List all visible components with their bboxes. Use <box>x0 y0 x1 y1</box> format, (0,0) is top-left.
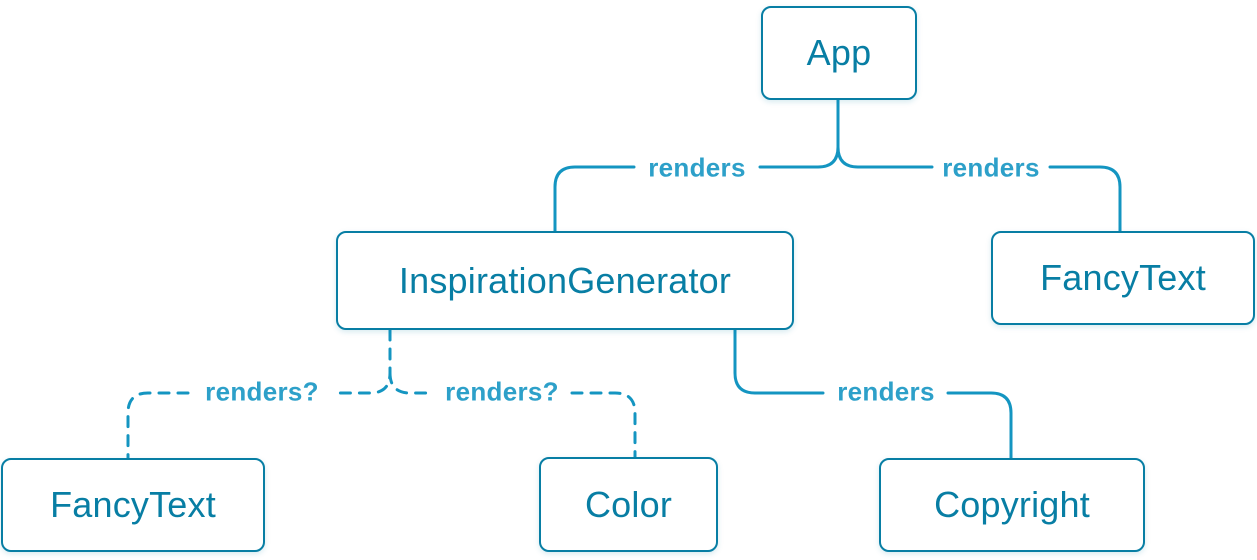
edge-label-inspirationgenerator-color: renders? <box>445 376 559 407</box>
edge-inspirationgenerator-copyright-a <box>733 328 825 395</box>
edge-label-inspirationgenerator-copyright: renders <box>837 376 935 407</box>
edge-inspirationgenerator-color-a <box>388 371 434 395</box>
edge-app-fancytext-a <box>836 145 934 169</box>
node-color: Color <box>539 457 718 552</box>
node-inspiration-generator-label: InspirationGenerator <box>398 259 732 301</box>
edge-app-inspirationgenerator-b <box>553 165 636 233</box>
node-fancy-text-top: FancyText <box>991 231 1255 325</box>
node-fancy-text-top-label: FancyText <box>1040 257 1206 298</box>
node-app-label: App <box>806 32 872 73</box>
edge-label-inspirationgenerator-fancytext: renders? <box>205 376 319 407</box>
edge-app-fancytext-b <box>1048 165 1122 233</box>
node-app: App <box>761 6 917 100</box>
node-fancy-text-bottom-label: FancyText <box>50 484 216 525</box>
node-color-label: Color <box>584 483 673 525</box>
edge-label-app-fancytext: renders <box>942 152 1040 183</box>
edge-inspirationgenerator-fancytext-b <box>126 391 190 460</box>
edge-inspirationgenerator-fancytext-a <box>336 328 392 395</box>
edge-app-inspirationgenerator-a <box>758 97 840 169</box>
node-fancy-text-bottom: FancyText <box>1 458 265 552</box>
node-copyright-label: Copyright <box>934 484 1090 525</box>
edge-inspirationgenerator-copyright-b <box>946 391 1013 460</box>
edge-label-app-inspirationgenerator: renders <box>648 152 746 183</box>
node-copyright: Copyright <box>879 458 1145 552</box>
edge-inspirationgenerator-color-b <box>570 391 637 459</box>
node-inspiration-generator: InspirationGenerator <box>336 231 794 330</box>
